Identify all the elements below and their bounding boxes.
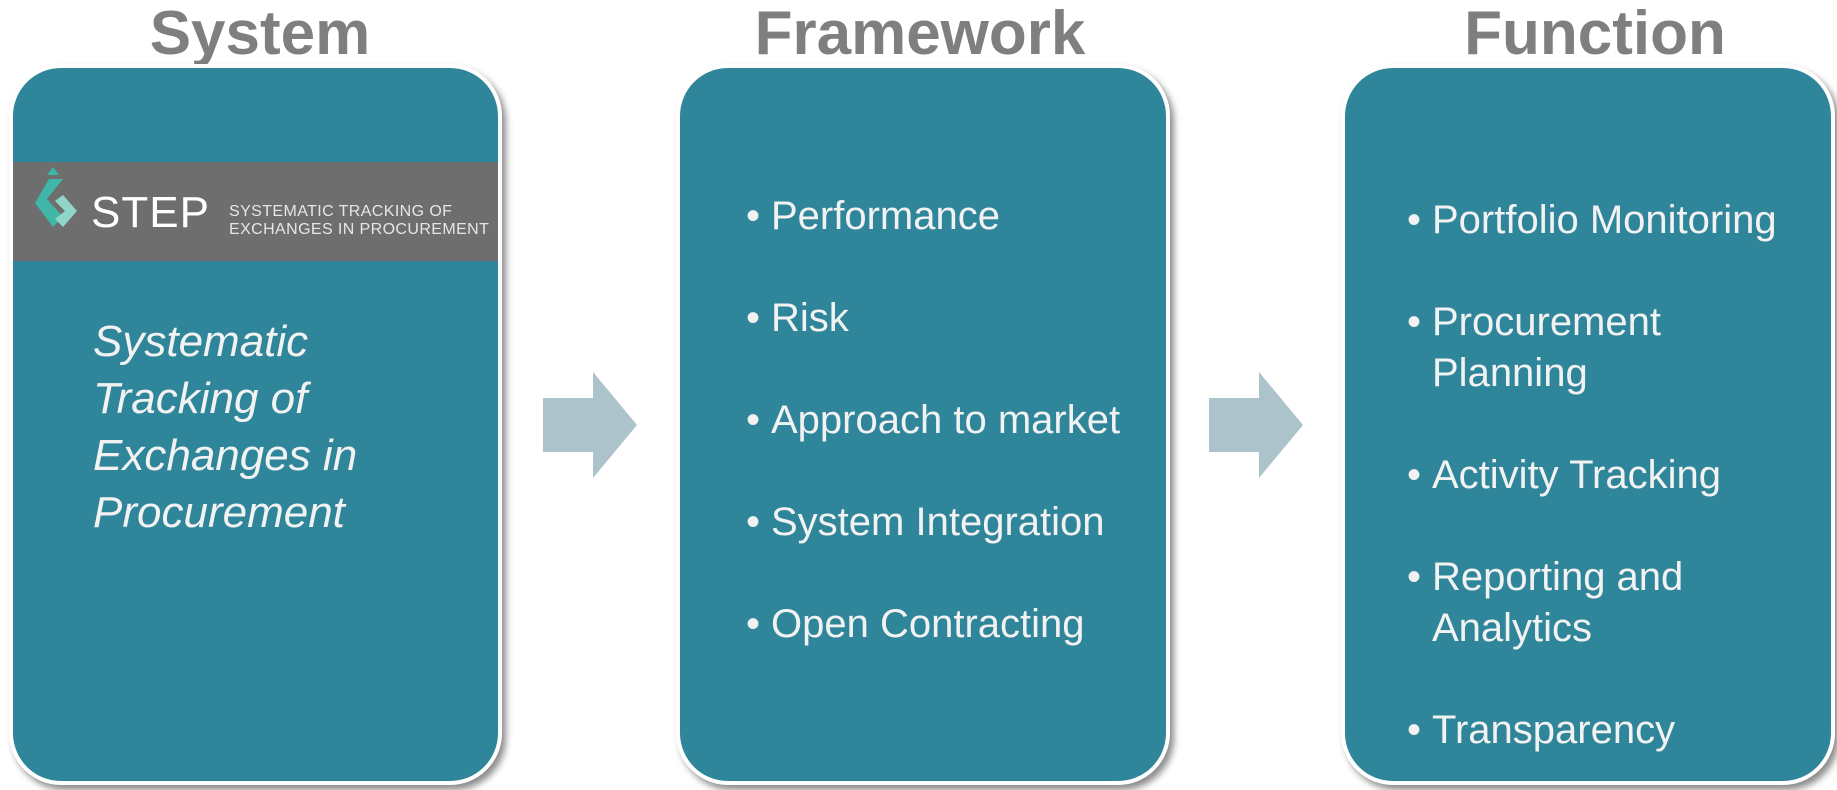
framework-item-label: Approach to market: [771, 398, 1121, 442]
function-item-label: Activity Tracking: [1432, 453, 1721, 497]
system-description-line: Systematic: [93, 317, 309, 366]
system-description-line: Procurement: [93, 488, 345, 537]
bullet-dot: •: [746, 398, 761, 442]
bullet-dot: •: [1407, 300, 1422, 344]
bullet-dot: •: [1407, 555, 1422, 599]
step-logo-subtitle-line: EXCHANGES IN PROCUREMENT: [229, 221, 490, 238]
system-description-line: Exchanges in: [93, 431, 358, 480]
function-item-label: Transparency: [1432, 708, 1676, 752]
function-item-label: Portfolio Monitoring: [1432, 198, 1777, 242]
step-logo-subtitle: SYSTEMATIC TRACKING OF EXCHANGES IN PROC…: [229, 203, 498, 239]
function-item-procurement-planning: • Procurement Planning: [1407, 297, 1777, 399]
bullet-dot: •: [746, 602, 761, 646]
bullet-dot: •: [746, 500, 761, 544]
framework-list: • Performance • Risk • Approach to marke…: [746, 191, 1120, 650]
right-arrow-icon: [543, 372, 637, 478]
function-item-portfolio-monitoring: • Portfolio Monitoring: [1407, 195, 1777, 246]
bullet-dot: •: [746, 296, 761, 340]
framework-item-label: Risk: [771, 296, 849, 340]
right-arrow-icon: [1209, 372, 1303, 478]
bullet-dot: •: [1407, 453, 1422, 497]
framework-item-approach-to-market: • Approach to market: [746, 395, 1120, 446]
function-item-label: Procurement: [1432, 300, 1661, 344]
system-card: STEP SYSTEMATIC TRACKING OF EXCHANGES IN…: [9, 64, 502, 785]
function-item-label: Planning: [1432, 351, 1588, 395]
function-list: • Portfolio Monitoring • Procurement Pla…: [1407, 195, 1777, 756]
step-logo: STEP SYSTEMATIC TRACKING OF EXCHANGES IN…: [13, 162, 498, 261]
system-description-line: Tracking of: [93, 374, 308, 423]
step-logo-wordmark: STEP: [91, 188, 210, 237]
framework-item-open-contracting: • Open Contracting: [746, 599, 1120, 650]
column-title-framework: Framework: [754, 0, 1086, 68]
system-description: Systematic Tracking of Exchanges in Proc…: [93, 313, 453, 541]
function-item-reporting-and-analytics: • Reporting and Analytics: [1407, 552, 1777, 654]
framework-item-label: Performance: [771, 194, 1000, 238]
step-logo-subtitle-line: SYSTEMATIC TRACKING OF: [229, 203, 453, 220]
framework-item-risk: • Risk: [746, 293, 1120, 344]
framework-item-label: Open Contracting: [771, 602, 1085, 646]
column-title-system: System: [149, 0, 371, 68]
framework-item-label: System Integration: [771, 500, 1105, 544]
bullet-dot: •: [746, 194, 761, 238]
function-card: • Portfolio Monitoring • Procurement Pla…: [1341, 64, 1835, 785]
function-item-transparency: • Transparency: [1407, 705, 1777, 756]
function-item-activity-tracking: • Activity Tracking: [1407, 450, 1777, 501]
bullet-dot: •: [1407, 198, 1422, 242]
step-logo-mark-icon: [35, 167, 77, 227]
function-item-label: Analytics: [1432, 606, 1593, 650]
column-title-function: Function: [1464, 0, 1726, 68]
function-item-label: Reporting and: [1432, 555, 1684, 599]
bullet-dot: •: [1407, 708, 1422, 752]
framework-card: • Performance • Risk • Approach to marke…: [676, 64, 1170, 785]
framework-item-system-integration: • System Integration: [746, 497, 1120, 548]
framework-item-performance: • Performance: [746, 191, 1120, 242]
